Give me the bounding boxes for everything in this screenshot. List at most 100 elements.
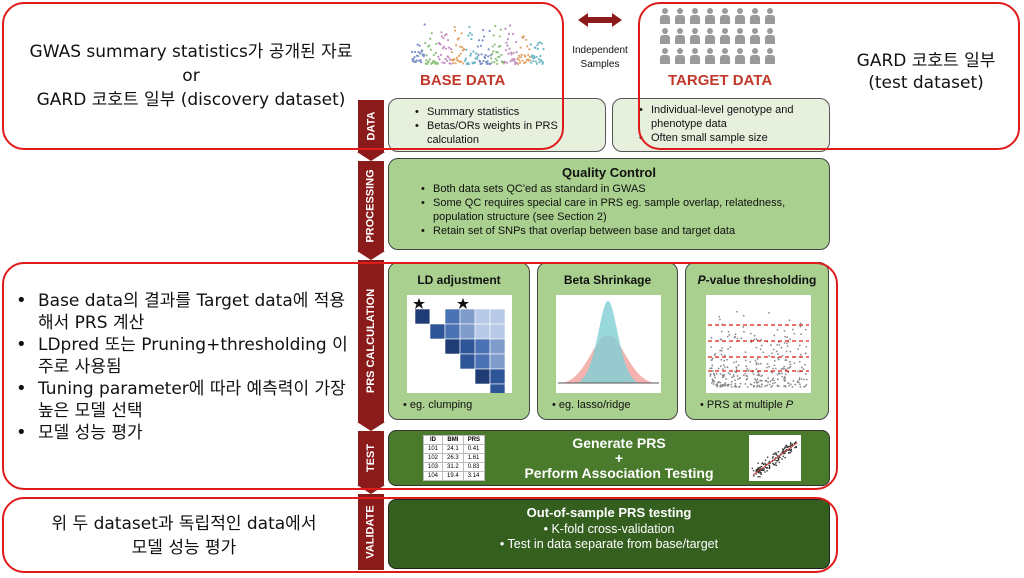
ld-cell bbox=[489, 383, 506, 393]
person-icon bbox=[750, 28, 760, 44]
manhattan-point bbox=[532, 55, 535, 58]
manhattan-point bbox=[478, 60, 482, 63]
annotation-box-validate bbox=[2, 497, 838, 573]
pvalue-point bbox=[742, 326, 745, 328]
manhattan-point bbox=[529, 43, 532, 46]
pvalue-point bbox=[761, 379, 763, 382]
manhattan-point bbox=[541, 61, 545, 64]
pvalue-point bbox=[719, 365, 722, 368]
manhattan-point bbox=[506, 38, 510, 41]
association-point bbox=[759, 466, 762, 468]
pvalue-point bbox=[712, 383, 715, 385]
pvalue-point bbox=[749, 360, 752, 363]
manhattan-point bbox=[498, 35, 501, 38]
pvalue-point bbox=[726, 335, 729, 338]
manhattan-point bbox=[445, 59, 449, 62]
manhattan-point bbox=[465, 48, 468, 51]
quality-control-box: Quality Control Both data sets QC'ed as … bbox=[388, 158, 830, 250]
association-point bbox=[757, 462, 759, 464]
pvalue-point bbox=[760, 344, 763, 347]
manhattan-point bbox=[437, 55, 440, 58]
pvalue-point bbox=[726, 366, 729, 369]
stage-arrow bbox=[357, 251, 385, 260]
manhattan-point bbox=[499, 44, 502, 48]
association-point bbox=[795, 445, 798, 448]
association-point bbox=[774, 463, 776, 466]
pvalue-point bbox=[736, 337, 739, 340]
pvalue-point bbox=[772, 382, 774, 385]
manhattan-point bbox=[418, 44, 421, 47]
manhattan-point bbox=[504, 48, 508, 52]
pvalue-point bbox=[773, 334, 776, 337]
pvalue-point bbox=[755, 368, 758, 371]
pvalue-point bbox=[757, 371, 760, 374]
manhattan-point bbox=[454, 29, 457, 32]
pvalue-point bbox=[804, 352, 807, 355]
test-title: Generate PRS + Perform Association Testi… bbox=[524, 435, 714, 481]
manhattan-point bbox=[486, 62, 489, 65]
association-point bbox=[759, 475, 761, 478]
pvalue-point bbox=[780, 346, 783, 349]
pvalue-point bbox=[793, 332, 796, 335]
pvalue-point bbox=[720, 353, 723, 356]
manhattan-point bbox=[439, 43, 442, 46]
person-icon bbox=[765, 48, 775, 64]
manhattan-point bbox=[493, 43, 496, 46]
pvalue-point bbox=[775, 350, 778, 353]
pvalue-point bbox=[772, 348, 775, 351]
association-point bbox=[782, 449, 784, 452]
pvalue-point bbox=[760, 386, 763, 388]
manhattan-point bbox=[511, 58, 514, 61]
manhattan-point bbox=[508, 24, 512, 27]
pvalue-point bbox=[792, 328, 794, 331]
pvalue-point bbox=[720, 358, 723, 361]
stage-arrow bbox=[357, 152, 385, 161]
pvalue-point bbox=[742, 314, 745, 317]
pvalue-point bbox=[743, 330, 745, 333]
pvalue-threshold-figure bbox=[706, 295, 811, 393]
manhattan-point bbox=[469, 54, 472, 57]
manhattan-point bbox=[484, 53, 487, 57]
person-icon bbox=[735, 48, 745, 64]
pvalue-point bbox=[774, 367, 777, 370]
manhattan-point bbox=[509, 51, 513, 54]
pvalue-point bbox=[729, 373, 731, 376]
manhattan-point bbox=[464, 59, 467, 62]
pvalue-point bbox=[783, 380, 786, 382]
validate-item: • K-fold cross-validation bbox=[543, 522, 675, 536]
manhattan-point bbox=[455, 44, 458, 47]
prs-annotation-list: Base data의 결과를 Target data에 적용해서 PRS 계산L… bbox=[14, 290, 354, 444]
pvalue-point bbox=[785, 342, 788, 345]
pvalue-point bbox=[736, 310, 738, 313]
manhattan-point bbox=[425, 59, 428, 62]
pvalue-point bbox=[736, 375, 739, 377]
pvalue-point bbox=[777, 353, 779, 355]
pvalue-point bbox=[803, 378, 805, 381]
association-point bbox=[766, 470, 768, 472]
manhattan-point bbox=[430, 32, 433, 35]
person-icon bbox=[705, 28, 715, 44]
pvalue-point bbox=[718, 315, 721, 318]
pvalue-point bbox=[784, 359, 787, 362]
pvalue-point bbox=[767, 381, 769, 384]
pvalue-point bbox=[744, 383, 747, 385]
manhattan-point bbox=[457, 37, 460, 40]
person-icon bbox=[720, 8, 730, 24]
manhattan-point bbox=[528, 48, 531, 51]
manhattan-point bbox=[526, 45, 529, 48]
pvalue-point bbox=[723, 354, 726, 357]
manhattan-point bbox=[534, 46, 537, 49]
manhattan-point bbox=[475, 57, 479, 60]
person-icon bbox=[660, 28, 670, 44]
manhattan-point bbox=[535, 55, 538, 59]
stage-data: DATA bbox=[358, 100, 384, 152]
pvalue-point bbox=[797, 381, 800, 384]
association-scatter-figure bbox=[749, 435, 801, 481]
manhattan-point bbox=[416, 43, 419, 46]
pvalue-point bbox=[789, 363, 792, 366]
association-point bbox=[777, 458, 780, 461]
person-icon bbox=[720, 28, 730, 44]
person-icon bbox=[750, 48, 760, 64]
